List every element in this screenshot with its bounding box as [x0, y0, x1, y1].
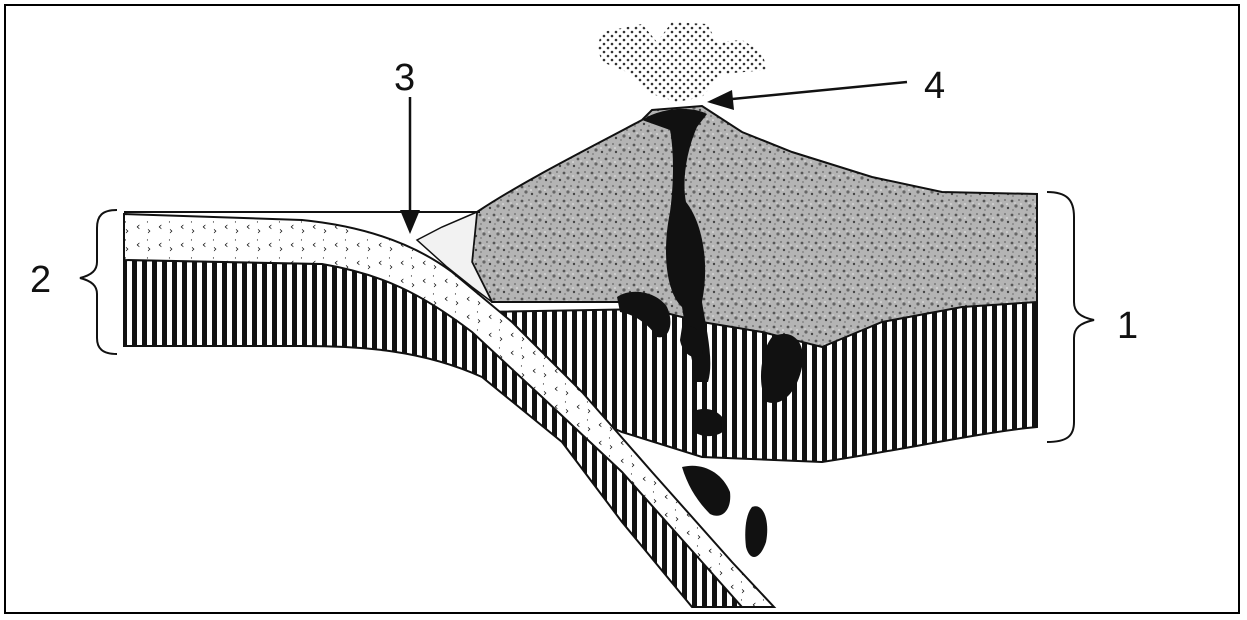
arrow-4-head	[707, 90, 734, 110]
arrow-3-head	[400, 210, 420, 234]
label-3: 3	[394, 57, 415, 99]
bracket-2	[80, 210, 117, 354]
label-1: 1	[1117, 305, 1138, 347]
arrow-4	[722, 82, 907, 100]
bracket-1	[1047, 192, 1094, 442]
magma-blob	[745, 506, 767, 557]
ash-cloud	[597, 22, 767, 102]
diagram-frame: ‹ · ›	[4, 4, 1240, 614]
magma-blob	[682, 466, 730, 516]
label-2: 2	[30, 259, 51, 301]
label-4: 4	[924, 65, 945, 107]
subduction-diagram: ‹ · ›	[6, 6, 1240, 614]
